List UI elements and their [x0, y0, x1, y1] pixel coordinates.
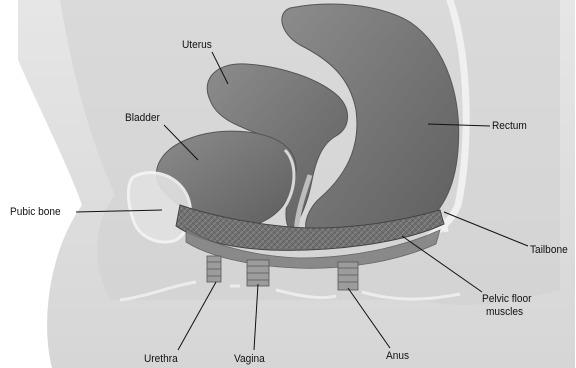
label-uterus: Uterus	[182, 39, 212, 51]
label-vagina: Vagina	[234, 353, 265, 365]
label-pubic-bone: Pubic bone	[10, 206, 61, 218]
label-rectum: Rectum	[492, 120, 527, 132]
label-tailbone: Tailbone	[530, 244, 568, 256]
anus-opening	[338, 262, 358, 290]
vagina-opening	[247, 260, 269, 286]
label-urethra: Urethra	[144, 353, 178, 365]
label-bladder: Bladder	[125, 112, 160, 124]
label-anus: Anus	[386, 350, 409, 362]
urethra-opening	[207, 256, 221, 282]
label-pelvic-floor-line2: muscles	[486, 306, 523, 318]
label-pelvic-floor-line1: Pelvic floor	[482, 293, 531, 305]
